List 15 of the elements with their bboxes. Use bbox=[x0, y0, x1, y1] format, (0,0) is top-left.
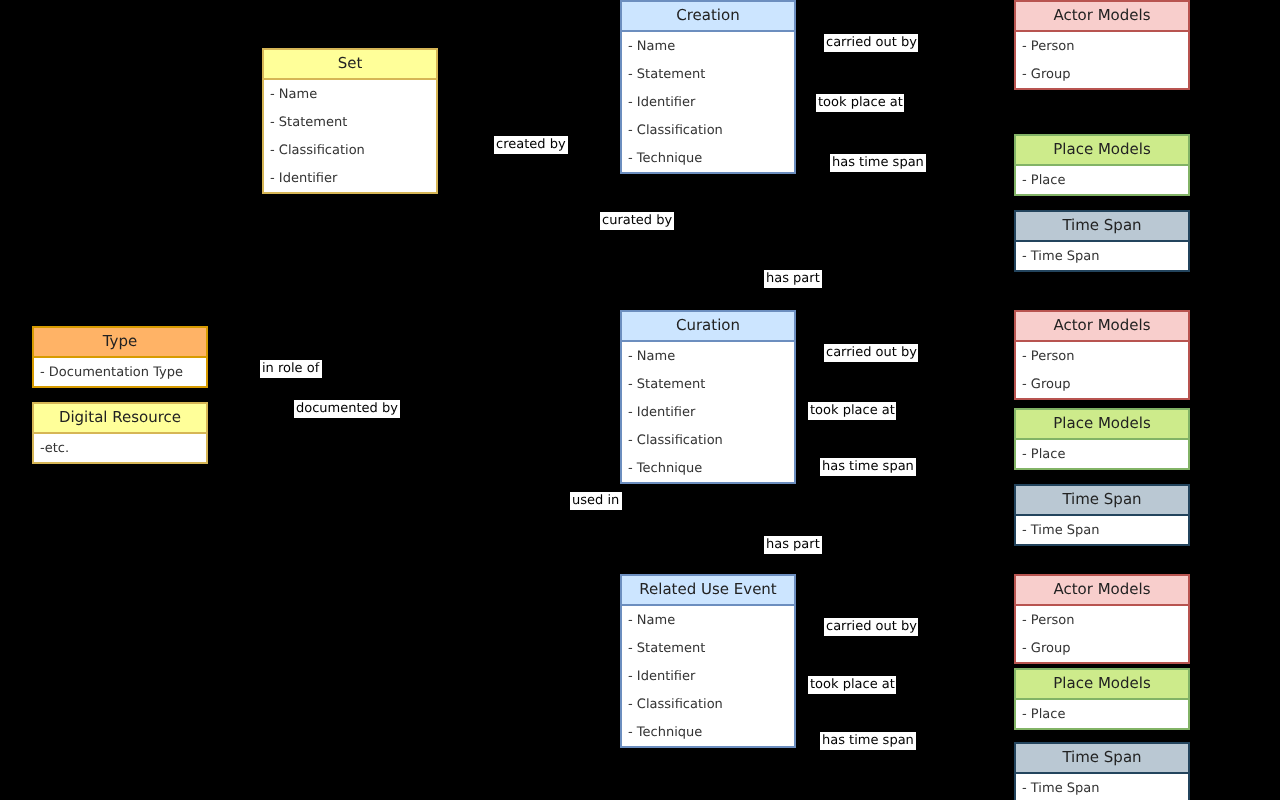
class-box bbox=[1014, 484, 1190, 546]
class-box bbox=[1014, 0, 1190, 90]
class-box bbox=[32, 402, 208, 464]
class-box bbox=[1014, 574, 1190, 664]
class-box bbox=[620, 574, 796, 748]
class-box bbox=[620, 0, 796, 174]
class-box bbox=[1014, 134, 1190, 196]
class-box bbox=[620, 310, 796, 484]
class-box bbox=[1014, 310, 1190, 400]
class-box bbox=[1014, 668, 1190, 730]
class-box bbox=[1014, 210, 1190, 272]
class-box bbox=[1014, 408, 1190, 470]
class-box bbox=[1014, 742, 1190, 800]
class-box bbox=[32, 326, 208, 388]
class-box bbox=[262, 48, 438, 194]
